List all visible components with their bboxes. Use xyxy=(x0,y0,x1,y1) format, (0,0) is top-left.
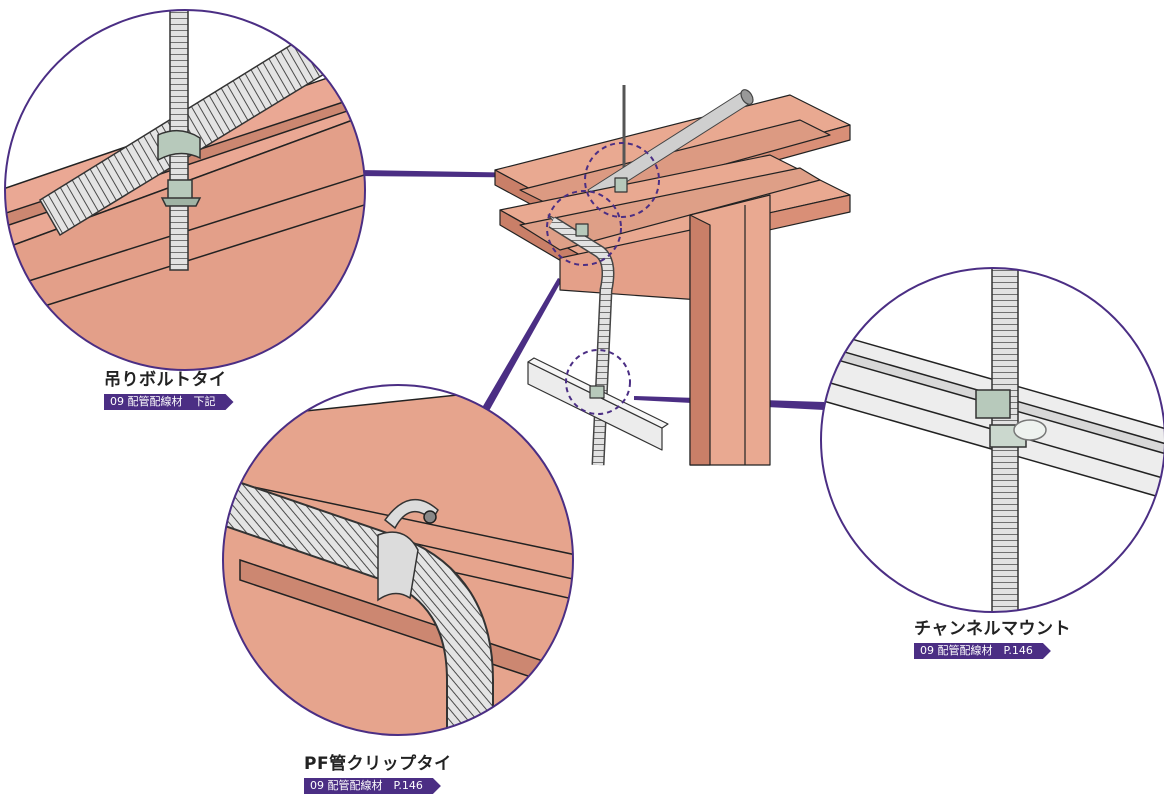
callout-pf-clip: PF管クリップタイ 09 配管配線材 P.146 xyxy=(304,754,452,794)
callout-pf-clip-title: PF管クリップタイ xyxy=(304,754,452,774)
callout-channel-mount: チャンネルマウント 09 配管配線材 P.146 xyxy=(914,619,1071,659)
callout-rod-tie: 吊りボルトタイ 09 配管配線材 下記 xyxy=(104,370,234,410)
highlight-rod-tie xyxy=(584,142,660,218)
callout-channel-mount-title: チャンネルマウント xyxy=(914,619,1071,639)
highlight-pf-clip xyxy=(546,190,622,266)
steel-frame-illustration xyxy=(494,85,851,466)
callout-channel-mount-tag[interactable]: 09 配管配線材 P.146 xyxy=(914,643,1051,659)
zoom-pf-clip xyxy=(222,384,574,736)
zoom-channel-mount xyxy=(820,267,1164,613)
callout-rod-tie-title: 吊りボルトタイ xyxy=(104,370,227,390)
highlight-circles xyxy=(546,142,660,415)
highlight-channel-mount xyxy=(565,349,631,415)
callout-rod-tie-tag[interactable]: 09 配管配線材 下記 xyxy=(104,394,234,410)
callout-pf-clip-tag[interactable]: 09 配管配線材 P.146 xyxy=(304,778,441,794)
zoom-rod-tie xyxy=(4,9,366,371)
connector-bottom-left xyxy=(476,278,562,420)
